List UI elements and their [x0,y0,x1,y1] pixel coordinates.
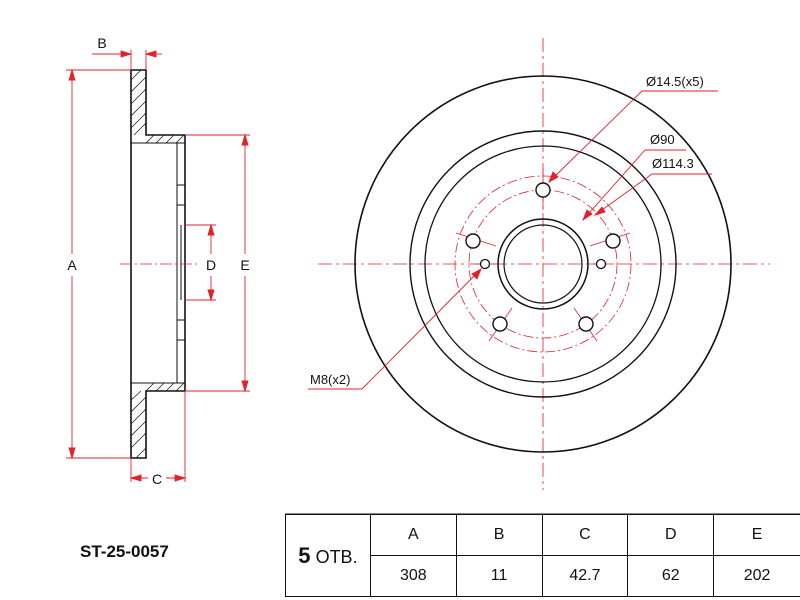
bolt-hole [535,182,551,198]
dimension-b [92,50,162,70]
callout-threads-leader [308,267,482,390]
callout-center-bore: Ø90 [650,132,675,147]
callout-bolt-holes-leader [548,90,718,184]
header-b: B [455,514,543,556]
value-c: 42.7 [541,555,629,597]
bolt-hole [492,316,508,332]
bolt-hole [578,316,594,332]
header-e: E [713,514,800,556]
bolt-hole [605,233,621,249]
front-view-centerlines [318,38,770,490]
value-a: 308 [369,555,457,597]
hat-inner-edge [424,145,662,383]
dimension-e-label: E [240,257,249,273]
spec-table-header-row: 5 ОТВ. A B C D E [285,514,800,597]
callout-pcd: Ø114.3 [652,156,694,171]
threaded-holes [479,258,607,270]
callout-threads: M8(x2) [310,372,350,387]
hole-count-suffix: ОТВ. [315,546,358,567]
hat-outer-edge [409,130,677,398]
side-view-section-lines [130,135,186,391]
hole-count: 5 [298,542,311,568]
dimension-c [129,391,187,482]
value-b: 11 [455,555,543,597]
dimension-a-label: A [67,257,77,273]
threaded-hole [595,258,607,270]
value-e: 202 [713,555,800,597]
center-bore-inner [503,224,583,304]
bolt-hole [465,233,481,249]
header-c: C [541,514,629,556]
callout-bolt-holes: Ø14.5(x5) [646,74,704,89]
bolt-holes [465,182,621,332]
dimension-d-label: D [206,257,216,273]
spec-table-value-row: 308 11 42.7 62 202 [286,555,800,597]
value-d: 62 [627,555,715,597]
side-view: A B C D [62,35,254,487]
threaded-hole [479,258,491,270]
dimension-e [185,133,250,393]
side-view-hatching [130,69,185,459]
disc-outer-edge [354,75,732,453]
header-d: D [627,514,715,556]
front-view: Ø14.5(x5) Ø90 Ø114.3 M8(x2) [308,38,770,490]
header-a: A [369,514,457,556]
spec-table: 5 ОТВ. A B C D E 308 11 42.7 62 202 [285,514,800,597]
hole-count-cell: 5 ОТВ. [285,514,371,597]
dimension-b-label: B [97,35,106,51]
callout-center-bore-leader [582,149,686,222]
dimension-c-label: C [152,471,162,487]
callout-pcd-leader [593,173,712,216]
part-number: ST-25-0057 [80,542,169,561]
